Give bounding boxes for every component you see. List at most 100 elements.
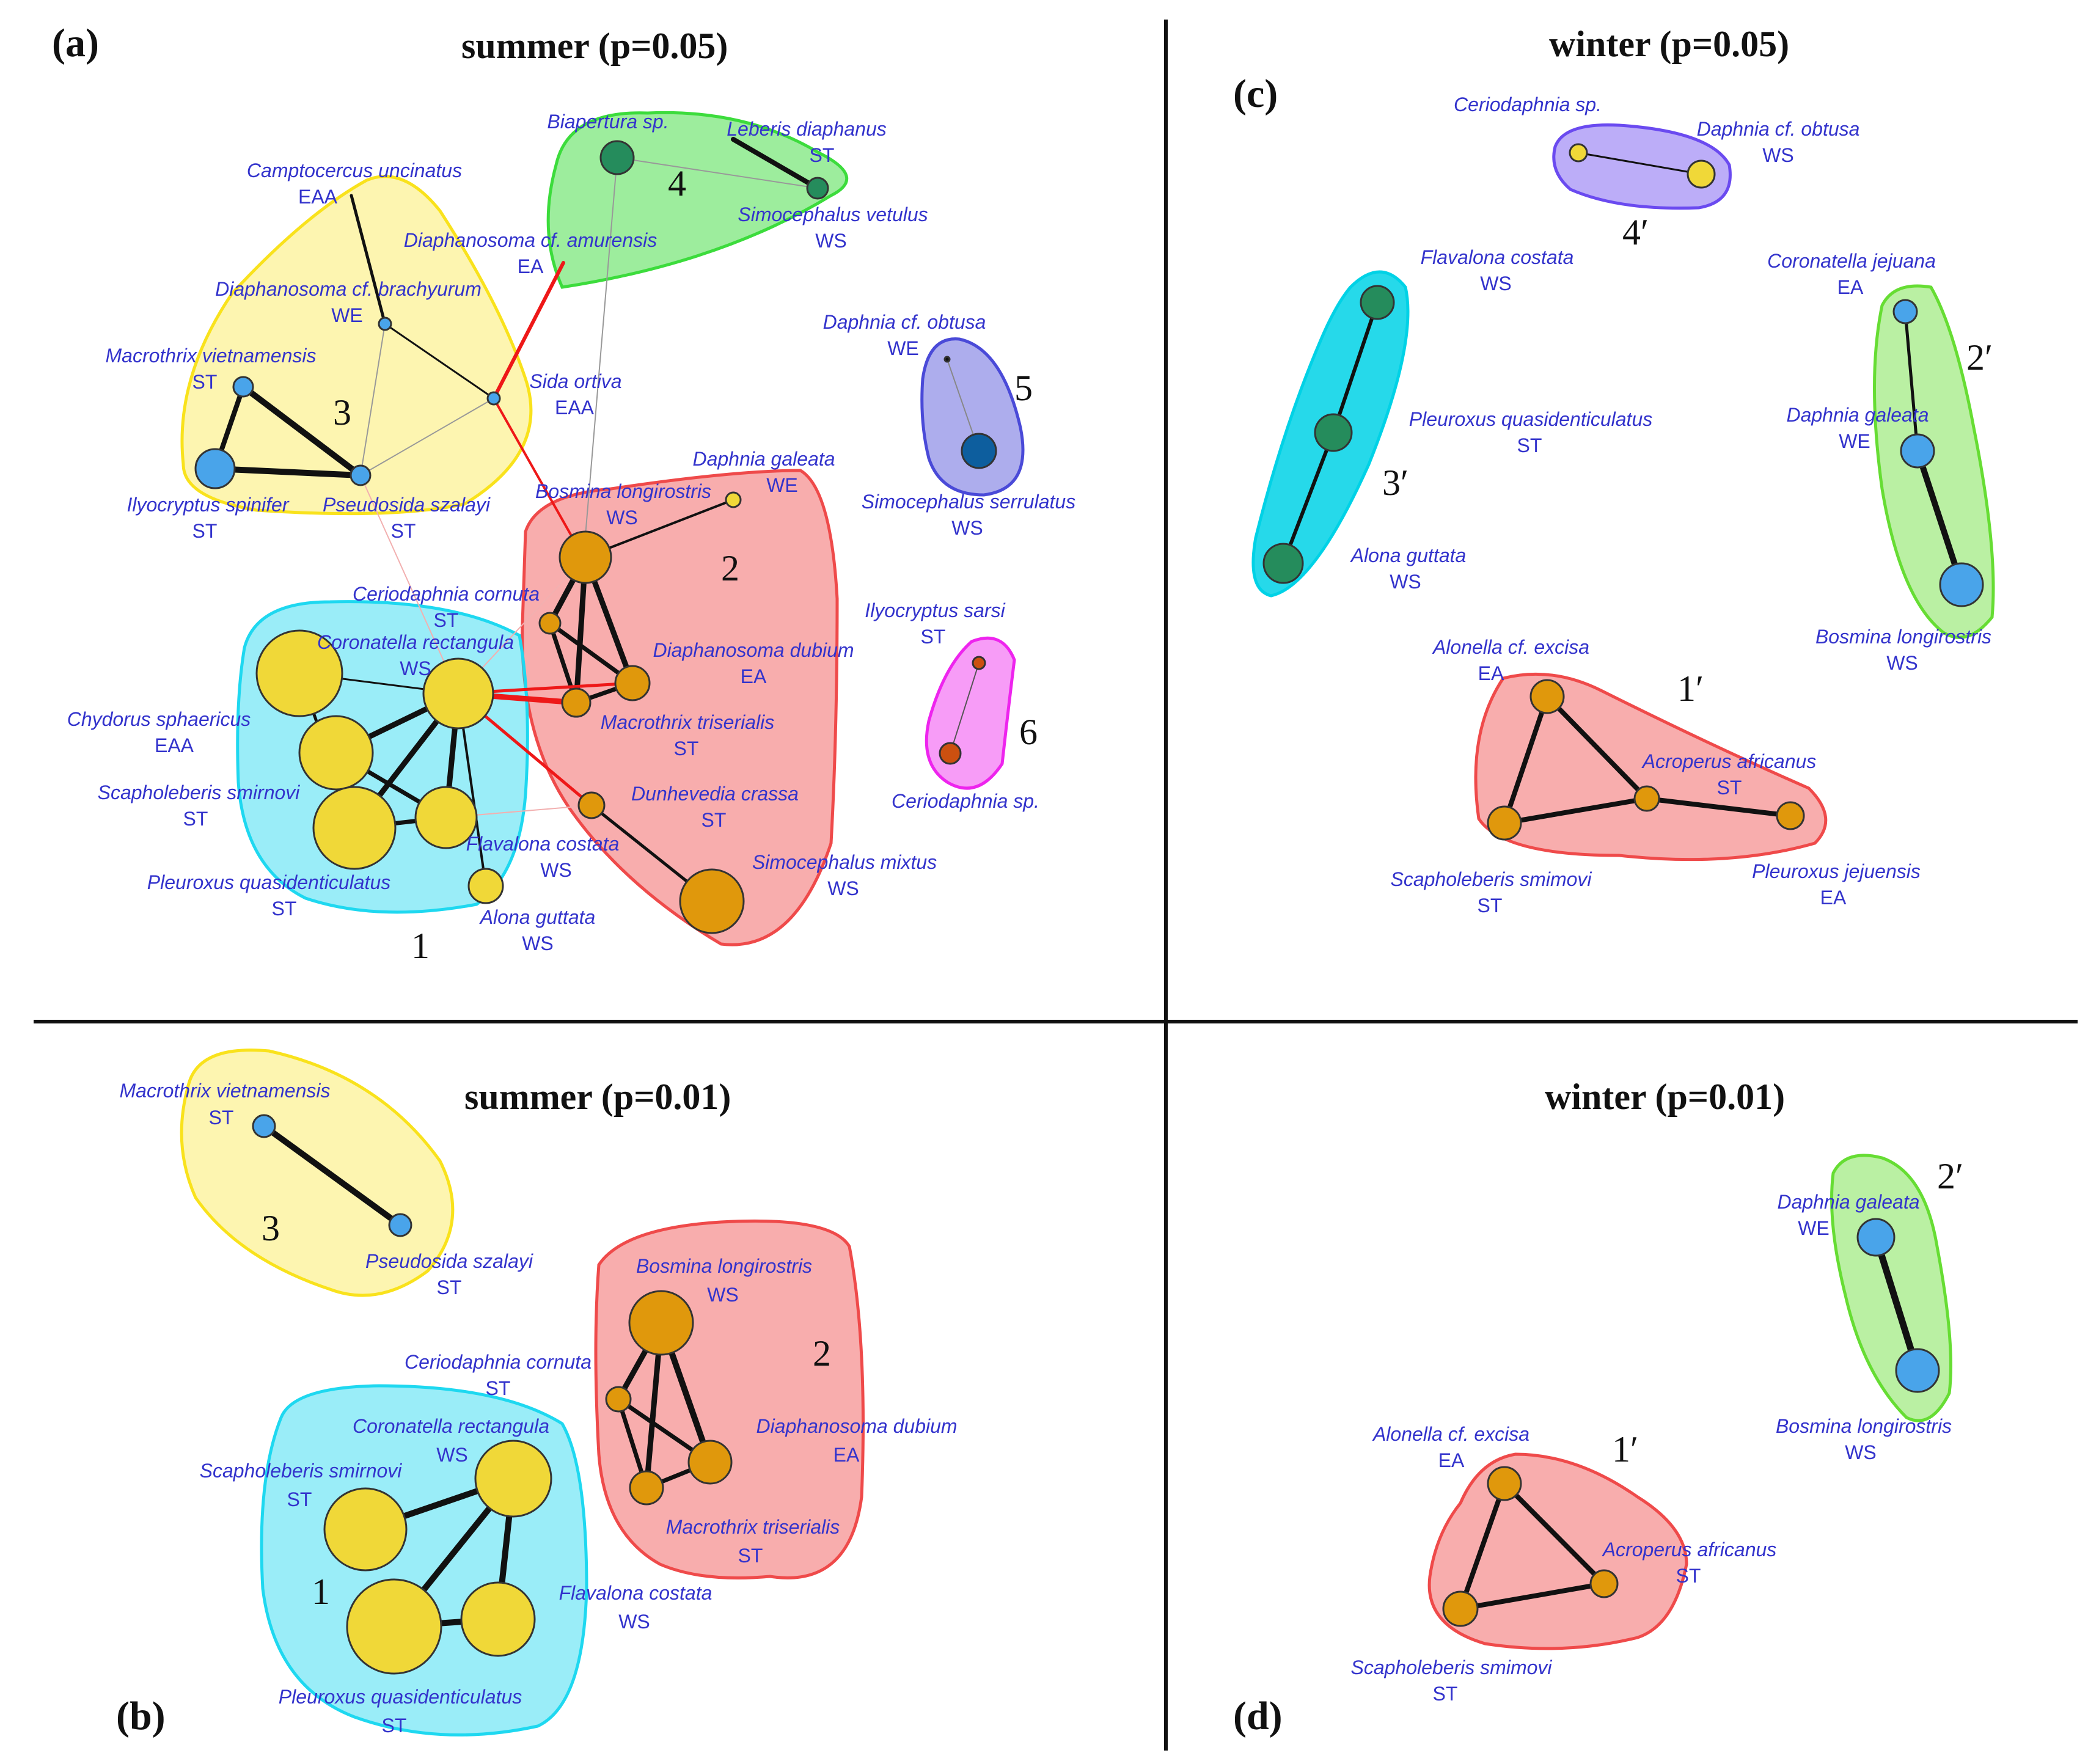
node [943, 356, 951, 363]
species-code: WE [1798, 1217, 1830, 1239]
species-label: Scapholeberis smimovi [1390, 868, 1592, 890]
species-label: Ilyocryptus spinifer [127, 494, 290, 516]
nodes-panel-a [194, 140, 997, 934]
edge [350, 194, 387, 326]
edge [1502, 796, 1649, 825]
species-code: WS [1886, 652, 1918, 674]
cluster-hull-1prime [1427, 1452, 1688, 1650]
cluster-number-1: 1 [411, 926, 430, 966]
node [323, 1487, 408, 1572]
species-label: Acroperus africanus [1641, 750, 1817, 772]
edges-panel-c [1281, 152, 1965, 825]
species-label: Dunhevedia crassa [631, 783, 799, 805]
node [1262, 543, 1304, 584]
species-code: ST [1717, 777, 1742, 799]
species-code: ST [486, 1377, 511, 1399]
species-label: Flavalona costata [559, 1582, 712, 1604]
nodes-panel-b [252, 1114, 733, 1675]
edge [360, 323, 386, 476]
node [474, 1440, 552, 1518]
node [388, 1213, 412, 1237]
edge [360, 398, 494, 476]
species-code: ST [287, 1488, 312, 1510]
species-code: WE [1839, 430, 1870, 452]
panel-title-d: winter (p=0.01) [1545, 1077, 1785, 1117]
species-label: Diaphanosoma dubium [653, 639, 854, 661]
node [629, 1470, 664, 1506]
edge [1545, 694, 1649, 801]
node [628, 1290, 694, 1356]
node [1892, 299, 1918, 324]
node [414, 786, 478, 849]
node [679, 868, 745, 934]
node [346, 1578, 442, 1675]
cluster-number-4prime: 4′ [1622, 212, 1649, 252]
cluster-hull-1 [260, 1384, 588, 1737]
species-code: WS [540, 859, 572, 881]
species-code: ST [272, 898, 297, 920]
species-label: Bosmina longirostris [1815, 626, 1991, 648]
cluster-hull-2 [521, 469, 839, 946]
node [1589, 1569, 1619, 1598]
species-code: WS [1845, 1441, 1877, 1463]
cluster-number-2: 2 [813, 1333, 831, 1374]
species-label: Bosmina longirostris [1776, 1415, 1952, 1437]
species-code: WS [707, 1284, 739, 1306]
species-code: ST [183, 808, 208, 830]
edge [384, 323, 495, 400]
species-code: WS [827, 877, 859, 899]
node [312, 786, 397, 870]
node [1895, 1348, 1940, 1393]
node [422, 657, 494, 730]
species-label: Camptocercus uncinatus [247, 159, 462, 181]
species-code: WS [436, 1444, 468, 1466]
node [559, 530, 612, 584]
species-labels-c: Ceriodaphnia sp. Daphnia cf. obtusa WS F… [1350, 93, 1991, 917]
panel-title-b: summer (p=0.01) [464, 1077, 731, 1117]
species-label: Macrothrix triserialis [601, 711, 774, 733]
species-code: ST [192, 371, 218, 393]
species-label: Ceriodaphnia cornuta [353, 583, 540, 605]
edges-panel-d [1458, 1234, 1921, 1611]
species-label: Diaphanosoma dubium [756, 1415, 957, 1437]
node [1442, 1590, 1479, 1627]
species-code: ST [1478, 895, 1503, 917]
edge [617, 157, 818, 189]
node [1487, 1466, 1522, 1501]
cluster-number-3: 3 [333, 392, 351, 433]
node [806, 177, 829, 200]
cluster-number-3prime: 3′ [1382, 463, 1408, 503]
species-code: WE [331, 304, 363, 326]
species-code: ST [209, 1107, 234, 1129]
species-code: WS [1390, 571, 1421, 593]
cluster-number-2prime: 2′ [1937, 1156, 1963, 1196]
node [378, 317, 392, 331]
node [255, 629, 343, 717]
node [1360, 285, 1395, 320]
edge [1502, 694, 1550, 825]
species-label: Scapholeberis smimovi [1350, 1656, 1552, 1678]
species-label: Pseudosida szalayi [365, 1250, 533, 1272]
species-label: Chydorus sphaericus [67, 708, 251, 730]
edge [360, 475, 459, 694]
cluster-number-1prime: 1′ [1677, 668, 1704, 709]
node [1900, 433, 1935, 469]
edge [1577, 152, 1702, 175]
species-labels-d: Daphnia galeata WE Bosmina longirostris … [1350, 1191, 1952, 1705]
edge [583, 157, 618, 558]
edge [212, 466, 364, 478]
edge [1914, 448, 1965, 588]
cluster-hull-3 [180, 175, 533, 516]
node [961, 433, 997, 469]
species-label: Daphnia cf. obtusa [1697, 118, 1860, 140]
species-code: WS [951, 517, 983, 539]
edge [261, 1123, 403, 1228]
species-code: ST [810, 144, 835, 166]
edge [492, 261, 565, 400]
species-label: Macrothrix triserialis [666, 1516, 840, 1538]
species-code: EA [1820, 887, 1847, 909]
node [1529, 679, 1565, 714]
species-label: Ceriodaphnia sp. [1454, 93, 1602, 115]
node [1314, 413, 1353, 452]
panel-b: (b) summer (p=0.01) [116, 1049, 958, 1738]
